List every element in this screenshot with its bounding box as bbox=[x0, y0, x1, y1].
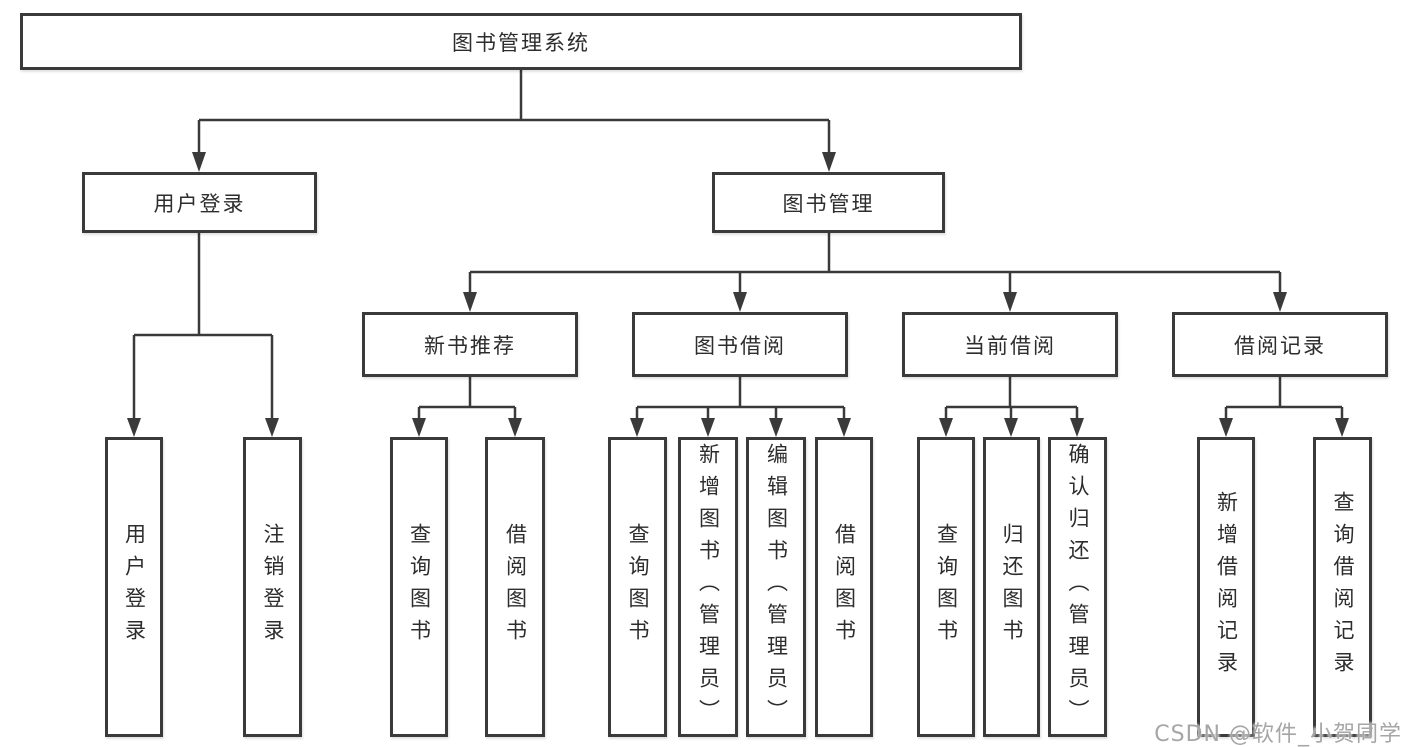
connector-records-to-leaves bbox=[1224, 377, 1344, 419]
leaf-borrow-books-recommend: 借阅图书 bbox=[485, 437, 545, 737]
connector-new-book-to-leaves bbox=[417, 377, 517, 419]
node-borrowing-records: 借阅记录 bbox=[1172, 312, 1388, 377]
leaf-label: 新增图书（管理员） bbox=[696, 443, 721, 731]
connector-root-to-level2 bbox=[197, 70, 831, 153]
connector-book-borrow-to-leaves bbox=[635, 377, 846, 419]
leaf-label: 查询图书 bbox=[407, 523, 432, 651]
leaf-borrow-books: 借阅图书 bbox=[815, 437, 873, 737]
csdn-watermark: CSDN @软件_小贺同学 bbox=[1154, 722, 1402, 747]
node-new-book-recommendation: 新书推荐 bbox=[362, 312, 578, 377]
leaf-query-books-recommend: 查询图书 bbox=[390, 437, 448, 737]
leaf-label: 借阅图书 bbox=[503, 523, 528, 651]
leaf-add-borrow-record: 新增借阅记录 bbox=[1197, 437, 1255, 737]
leaf-user-login: 用户登录 bbox=[105, 437, 163, 737]
node-book-management: 图书管理 bbox=[712, 172, 945, 233]
leaf-label: 注销登录 bbox=[261, 523, 285, 651]
leaf-label: 查询图书 bbox=[626, 523, 650, 651]
node-book-borrowing: 图书借阅 bbox=[632, 312, 848, 377]
leaf-confirm-return-admin: 确认归还（管理员） bbox=[1048, 437, 1107, 737]
leaf-label: 用户登录 bbox=[122, 523, 147, 651]
leaf-return-books: 归还图书 bbox=[983, 437, 1040, 737]
leaf-label: 确认归还（管理员） bbox=[1066, 443, 1090, 731]
leaf-query-books-borrowing: 查询图书 bbox=[608, 437, 667, 737]
leaf-edit-books-admin: 编辑图书（管理员） bbox=[746, 437, 806, 737]
connector-user-login-to-leaves bbox=[132, 233, 274, 419]
leaf-query-borrow-record: 查询借阅记录 bbox=[1313, 437, 1372, 737]
leaf-query-books-current: 查询图书 bbox=[917, 437, 975, 737]
leaf-label: 借阅图书 bbox=[832, 523, 857, 651]
leaf-label: 查询借阅记录 bbox=[1331, 491, 1355, 683]
leaf-label: 归还图书 bbox=[1000, 523, 1024, 651]
leaf-label: 编辑图书（管理员） bbox=[764, 443, 789, 731]
node-user-login: 用户登录 bbox=[82, 172, 317, 233]
connector-current-borrow-to-leaves bbox=[944, 377, 1079, 419]
leaf-logout: 注销登录 bbox=[243, 437, 302, 737]
leaf-label: 查询图书 bbox=[934, 523, 959, 651]
connector-book-mgmt-to-groups bbox=[468, 233, 1282, 293]
arrowheads bbox=[127, 152, 1349, 437]
leaf-label: 新增借阅记录 bbox=[1214, 491, 1239, 683]
node-library-management-system: 图书管理系统 bbox=[20, 13, 1022, 70]
leaf-add-books-admin: 新增图书（管理员） bbox=[678, 437, 738, 737]
node-current-borrowing: 当前借阅 bbox=[902, 312, 1118, 377]
